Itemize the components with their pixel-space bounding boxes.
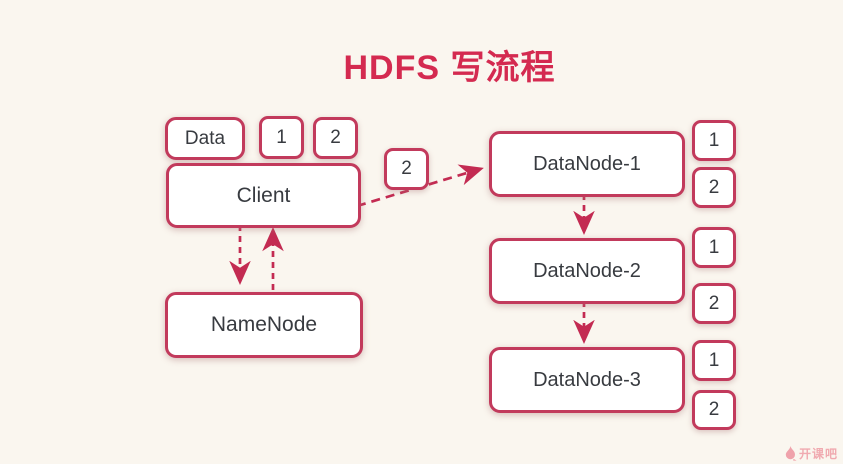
chip-client-block-2: 2 (313, 117, 358, 159)
page-title: HDFS 写流程 (343, 49, 556, 87)
watermark-text: 开课吧 (798, 447, 838, 461)
chip-datanode3-replica-2: 2 (692, 390, 736, 430)
node-data: Data (165, 117, 245, 160)
node-datanode1: DataNode-1 (489, 131, 685, 197)
flame-icon (785, 446, 797, 461)
chip-transfer-packet: 2 (384, 148, 429, 190)
chip-client-block-1: 1 (259, 116, 304, 159)
watermark: 开课吧 (784, 445, 838, 462)
chip-datanode2-replica-1: 1 (692, 227, 736, 268)
node-datanode2: DataNode-2 (489, 238, 685, 304)
node-client: Client (166, 163, 361, 228)
node-datanode3: DataNode-3 (489, 347, 685, 413)
chip-datanode1-replica-2: 2 (692, 167, 736, 208)
node-namenode: NameNode (165, 292, 363, 358)
chip-datanode3-replica-1: 1 (692, 340, 736, 381)
chip-datanode2-replica-2: 2 (692, 283, 736, 324)
chip-datanode1-replica-1: 1 (692, 120, 736, 161)
